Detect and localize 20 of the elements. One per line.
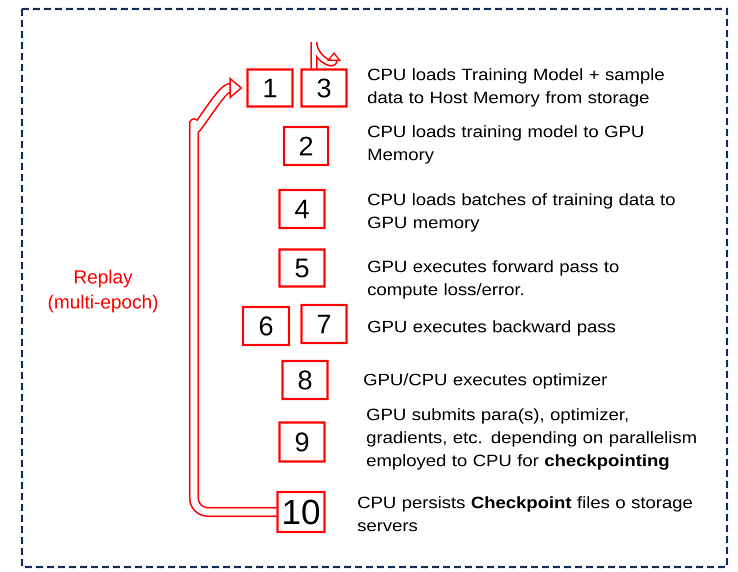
step-box: 4 bbox=[278, 188, 326, 230]
step-box: 6 bbox=[242, 306, 290, 346]
step-box: 7 bbox=[300, 304, 348, 344]
loop-arrow bbox=[188, 76, 276, 518]
step-box: 9 bbox=[278, 421, 326, 463]
step-description: CPU persists Checkpoint files o storage servers bbox=[358, 496, 692, 532]
edge-label: Replay (multi-epoch) bbox=[48, 270, 158, 312]
step-box: 10 bbox=[276, 490, 326, 534]
step-description: GPU executes backward pass bbox=[368, 320, 616, 336]
step-description: CPU loads training model to GPU Memory bbox=[368, 125, 643, 164]
step-description: CPU loads Training Model + sample data to Host Memory from storage bbox=[368, 68, 664, 107]
step-box: 5 bbox=[278, 248, 326, 288]
step-box: 2 bbox=[282, 126, 330, 166]
step-description: GPU executes forward pass to compute loss/error. bbox=[368, 260, 618, 299]
step-box: 3 bbox=[300, 68, 348, 108]
step-description: CPU loads batches of training data to GPU memory bbox=[368, 193, 675, 232]
step-description: GPU submits para(s), optimizer, gradients, etc. depending on parallelism employed to CPU for checkpointing bbox=[366, 408, 696, 470]
step-box: 1 bbox=[246, 68, 294, 108]
step-box: 8 bbox=[281, 360, 329, 400]
step-description: GPU/CPU executes optimizer bbox=[364, 373, 607, 389]
